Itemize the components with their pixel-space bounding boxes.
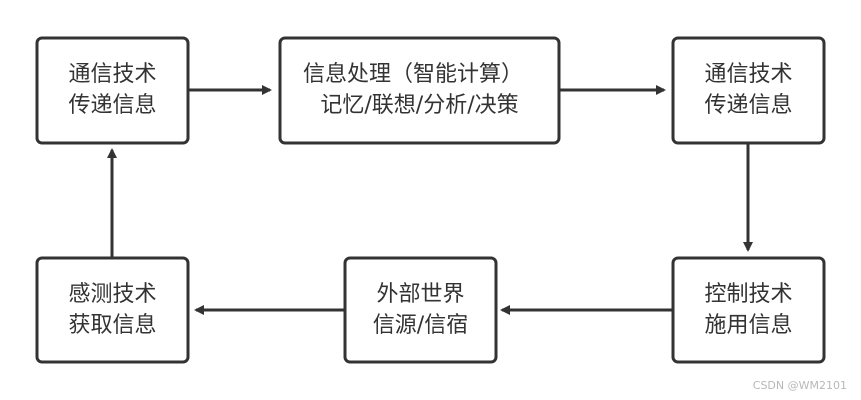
node-box <box>671 36 826 145</box>
node-comm-transfer-right: 通信技术 传递信息 <box>671 36 826 145</box>
node-comm-transfer-left: 通信技术 传递信息 <box>35 36 190 145</box>
node-line1: 控制技术 <box>704 282 792 307</box>
node-line2: 传递信息 <box>68 93 156 118</box>
node-box <box>35 256 190 364</box>
node-line2: 施用信息 <box>704 313 792 338</box>
node-line2: 传递信息 <box>704 93 792 118</box>
node-sensing-acquire: 感测技术 获取信息 <box>35 256 190 364</box>
node-external-world: 外部世界 信源/信宿 <box>343 256 498 364</box>
node-box <box>671 256 826 364</box>
node-line1: 感测技术 <box>68 282 156 307</box>
node-control-apply: 控制技术 施用信息 <box>671 256 826 364</box>
node-line2: 信源/信宿 <box>373 313 468 338</box>
node-info-processing: 信息处理（智能计算） 记忆/联想/分析/决策 <box>278 36 561 145</box>
edges <box>107 85 753 315</box>
node-box <box>278 36 561 145</box>
node-line1: 信息处理（智能计算） <box>303 62 523 87</box>
watermark: CSDN @WM2101 <box>752 379 847 392</box>
node-box <box>35 36 190 145</box>
node-box <box>343 256 498 364</box>
node-line2: 记忆/联想/分析/决策 <box>320 93 518 118</box>
node-line1: 外部世界 <box>376 282 464 307</box>
node-line1: 通信技术 <box>68 62 156 87</box>
node-line1: 通信技术 <box>704 62 792 87</box>
node-line2: 获取信息 <box>68 313 156 338</box>
